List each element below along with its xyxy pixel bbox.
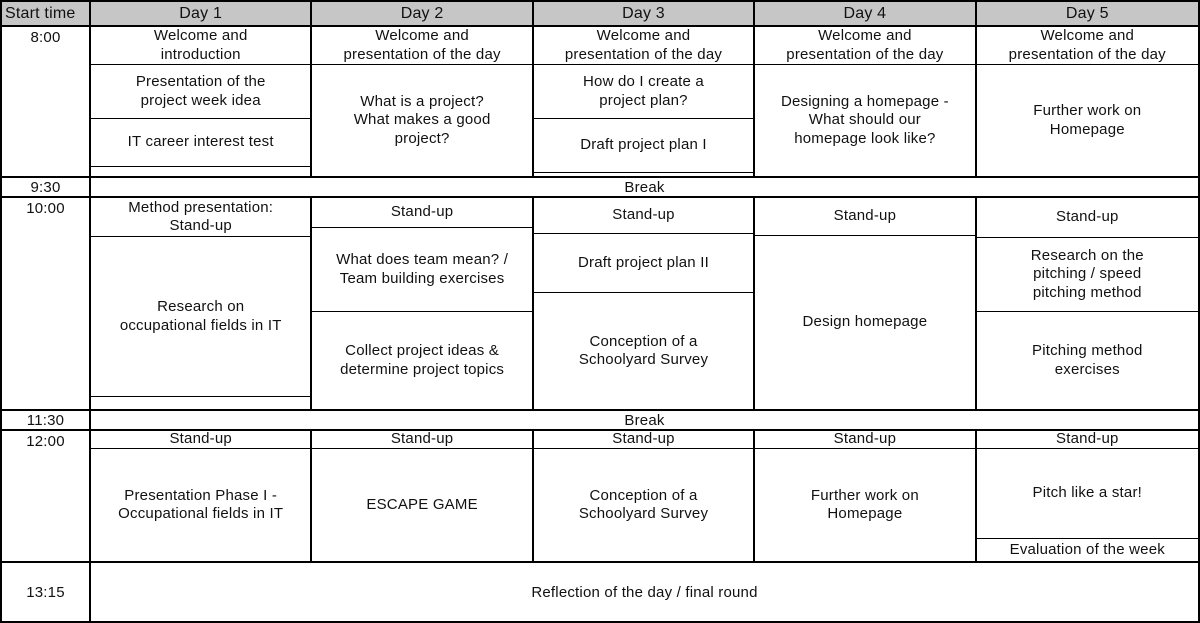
row-0800: 8:00 Welcome and introduction Presentati… xyxy=(2,27,1198,178)
cell-welcome-presentation-day2: Welcome and presentation of the day xyxy=(312,27,532,65)
break-1130-cell: Break xyxy=(624,411,665,429)
cell-presentation-phase-1: Presentation Phase I - Occupational fiel… xyxy=(118,486,284,522)
day2-0800: Welcome and presentation of the day What… xyxy=(312,27,534,176)
cell-standup-d2-1000: Stand-up xyxy=(312,198,532,228)
cell-presentation-project-week-idea: Presentation of the project week idea xyxy=(91,65,311,119)
cell-how-do-i-create-project-plan: How do I create a project plan? xyxy=(533,65,754,119)
day-1-header: Day 1 xyxy=(91,2,313,25)
cell-conception-schoolyard-survey-am: Conception of a Schoolyard Survey xyxy=(578,332,709,368)
cell-what-is-a-project: What is a project? What makes a good pro… xyxy=(353,93,491,147)
cell-research-occupational-fields: Research on occupational fields in IT xyxy=(91,237,311,397)
time-1130: 11:30 xyxy=(2,411,91,429)
cell-further-work-homepage-am: Further work on Homepage xyxy=(1033,102,1142,138)
cell-standup-d1-1200: Stand-up xyxy=(91,431,311,449)
cell-further-work-homepage-pm: Further work on Homepage xyxy=(810,486,919,522)
day5-1000: Stand-up Research on the pitching / spee… xyxy=(976,198,1198,409)
cell-draft-project-plan-2: Draft project plan II xyxy=(533,234,754,293)
cell-draft-project-plan-1: Draft project plan I xyxy=(533,119,754,173)
day1-1200: Stand-up Presentation Phase I - Occupati… xyxy=(91,431,313,561)
cell-research-pitching-method: Research on the pitching / speed pitchin… xyxy=(976,238,1198,312)
day3-1200: Stand-up Conception of a Schoolyard Surv… xyxy=(533,431,756,561)
reflection-cell: Reflection of the day / final round xyxy=(531,583,758,601)
time-0800: 8:00 xyxy=(2,27,91,176)
row-1315: 13:15 Reflection of the day / final roun… xyxy=(2,563,1198,621)
cell-welcome-introduction: Welcome and introduction xyxy=(91,27,311,65)
cell-pitching-method-exercises: Pitching method exercises xyxy=(1032,342,1143,378)
cell-conception-schoolyard-survey-pm: Conception of a Schoolyard Survey xyxy=(578,486,709,522)
time-1200: 12:00 xyxy=(2,431,91,561)
cell-standup-d5-1200: Stand-up xyxy=(976,431,1198,449)
cell-design-homepage: Design homepage xyxy=(802,313,928,331)
day5-1200: Stand-up Pitch like a star! Evaluation o… xyxy=(976,431,1198,561)
cell-collect-project-ideas: Collect project ideas & determine projec… xyxy=(340,342,505,378)
day-5-header: Day 5 xyxy=(1065,4,1109,22)
row-0930-break: 9:30 Break xyxy=(2,178,1198,198)
day3-0800: Welcome and presentation of the day How … xyxy=(533,27,756,176)
day2-1200: Stand-up ESCAPE GAME xyxy=(312,431,534,561)
cell-standup-d3-1000: Stand-up xyxy=(533,198,754,234)
filler-cell xyxy=(91,397,310,409)
break-0930-cell: Break xyxy=(624,178,665,196)
day-4-header: Day 4 xyxy=(755,2,977,25)
cell-standup-d3-1200: Stand-up xyxy=(533,431,754,449)
day-2-header: Day 2 xyxy=(312,2,534,25)
day5-0800: Welcome and presentation of the day Furt… xyxy=(976,27,1198,176)
header-row: Start time Day 1 Day 2 Day 3 Day 4 Day 5 xyxy=(2,2,1198,27)
cell-method-presentation-standup: Method presentation: Stand-up xyxy=(91,198,311,237)
cell-welcome-presentation-day3: Welcome and presentation of the day xyxy=(533,27,754,65)
day4-0800: Welcome and presentation of the day Desi… xyxy=(755,27,977,176)
row-1200: 12:00 Stand-up Presentation Phase I - Oc… xyxy=(2,431,1198,563)
filler-cell xyxy=(534,173,753,176)
day1-1000: Method presentation: Stand-up Research o… xyxy=(91,198,313,409)
cell-standup-d4-1200: Stand-up xyxy=(755,431,975,449)
start-time-header: Start time xyxy=(2,2,91,25)
day4-1200: Stand-up Further work on Homepage xyxy=(755,431,977,561)
cell-standup-d4-1000: Stand-up xyxy=(755,198,975,236)
day4-1000: Stand-up Design homepage xyxy=(755,198,977,409)
cell-welcome-presentation-day5: Welcome and presentation of the day xyxy=(976,27,1198,65)
filler-cell xyxy=(91,167,310,176)
day3-1000: Stand-up Draft project plan II Conceptio… xyxy=(533,198,756,409)
cell-pitch-like-a-star: Pitch like a star! xyxy=(976,449,1198,539)
cell-standup-d5-1000: Stand-up xyxy=(976,198,1198,238)
cell-evaluation-of-the-week: Evaluation of the week xyxy=(1009,540,1165,558)
day1-0800: Welcome and introduction Presentation of… xyxy=(91,27,313,176)
time-1000: 10:00 xyxy=(2,198,91,409)
row-1130-break: 11:30 Break xyxy=(2,411,1198,431)
cell-welcome-presentation-day4: Welcome and presentation of the day xyxy=(755,27,975,65)
row-1000: 10:00 Method presentation: Stand-up Rese… xyxy=(2,198,1198,411)
time-1315: 13:15 xyxy=(2,563,91,621)
cell-escape-game: ESCAPE GAME xyxy=(366,495,478,513)
cell-designing-a-homepage: Designing a homepage - What should our h… xyxy=(780,93,949,147)
cell-what-does-team-mean: What does team mean? / Team building exe… xyxy=(312,228,532,312)
day-3-header: Day 3 xyxy=(534,2,756,25)
time-0930: 9:30 xyxy=(2,178,91,196)
cell-standup-d2-1200: Stand-up xyxy=(312,431,532,449)
cell-it-career-interest-test: IT career interest test xyxy=(91,119,311,167)
day2-1000: Stand-up What does team mean? / Team bui… xyxy=(312,198,534,409)
